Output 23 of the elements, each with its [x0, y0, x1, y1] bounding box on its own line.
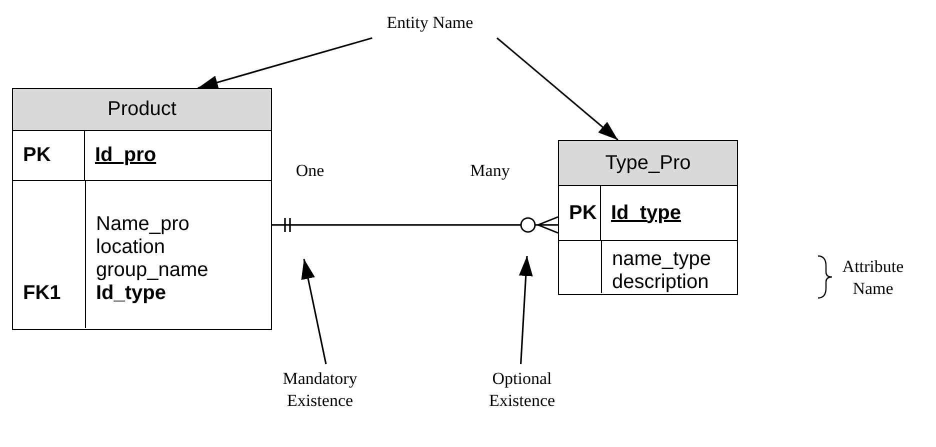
- attribute-name: Id_type: [96, 282, 166, 304]
- attribute-list: Name_pro location group_name: [96, 212, 262, 282]
- entity-name: Type_Pro: [605, 152, 691, 174]
- leader-arrow: [496, 37, 618, 141]
- annotation-label: Optional Existence: [462, 368, 582, 412]
- key-attribute: Id_type: [611, 202, 682, 224]
- key-marker: FK1: [23, 282, 61, 304]
- key-marker: PK: [569, 202, 597, 224]
- relationship-line: [272, 216, 559, 234]
- entity-table: [558, 140, 738, 295]
- annotation-label: Many: [469, 160, 511, 182]
- annotation-label: One: [294, 160, 326, 182]
- annotation-label: Attribute Name: [841, 256, 905, 300]
- entity-name: Product: [108, 98, 176, 121]
- key-attribute: Id_pro: [95, 144, 156, 166]
- leader-arrow: [518, 256, 533, 364]
- leader-arrow: [301, 258, 327, 364]
- annotation-label: Entity Name: [345, 12, 515, 34]
- annotation-label: Mandatory Existence: [255, 368, 385, 412]
- attribute-list: name_type description: [612, 248, 728, 294]
- leader-arrow: [198, 37, 372, 90]
- entity-table: [12, 88, 272, 330]
- key-marker: PK: [23, 144, 51, 167]
